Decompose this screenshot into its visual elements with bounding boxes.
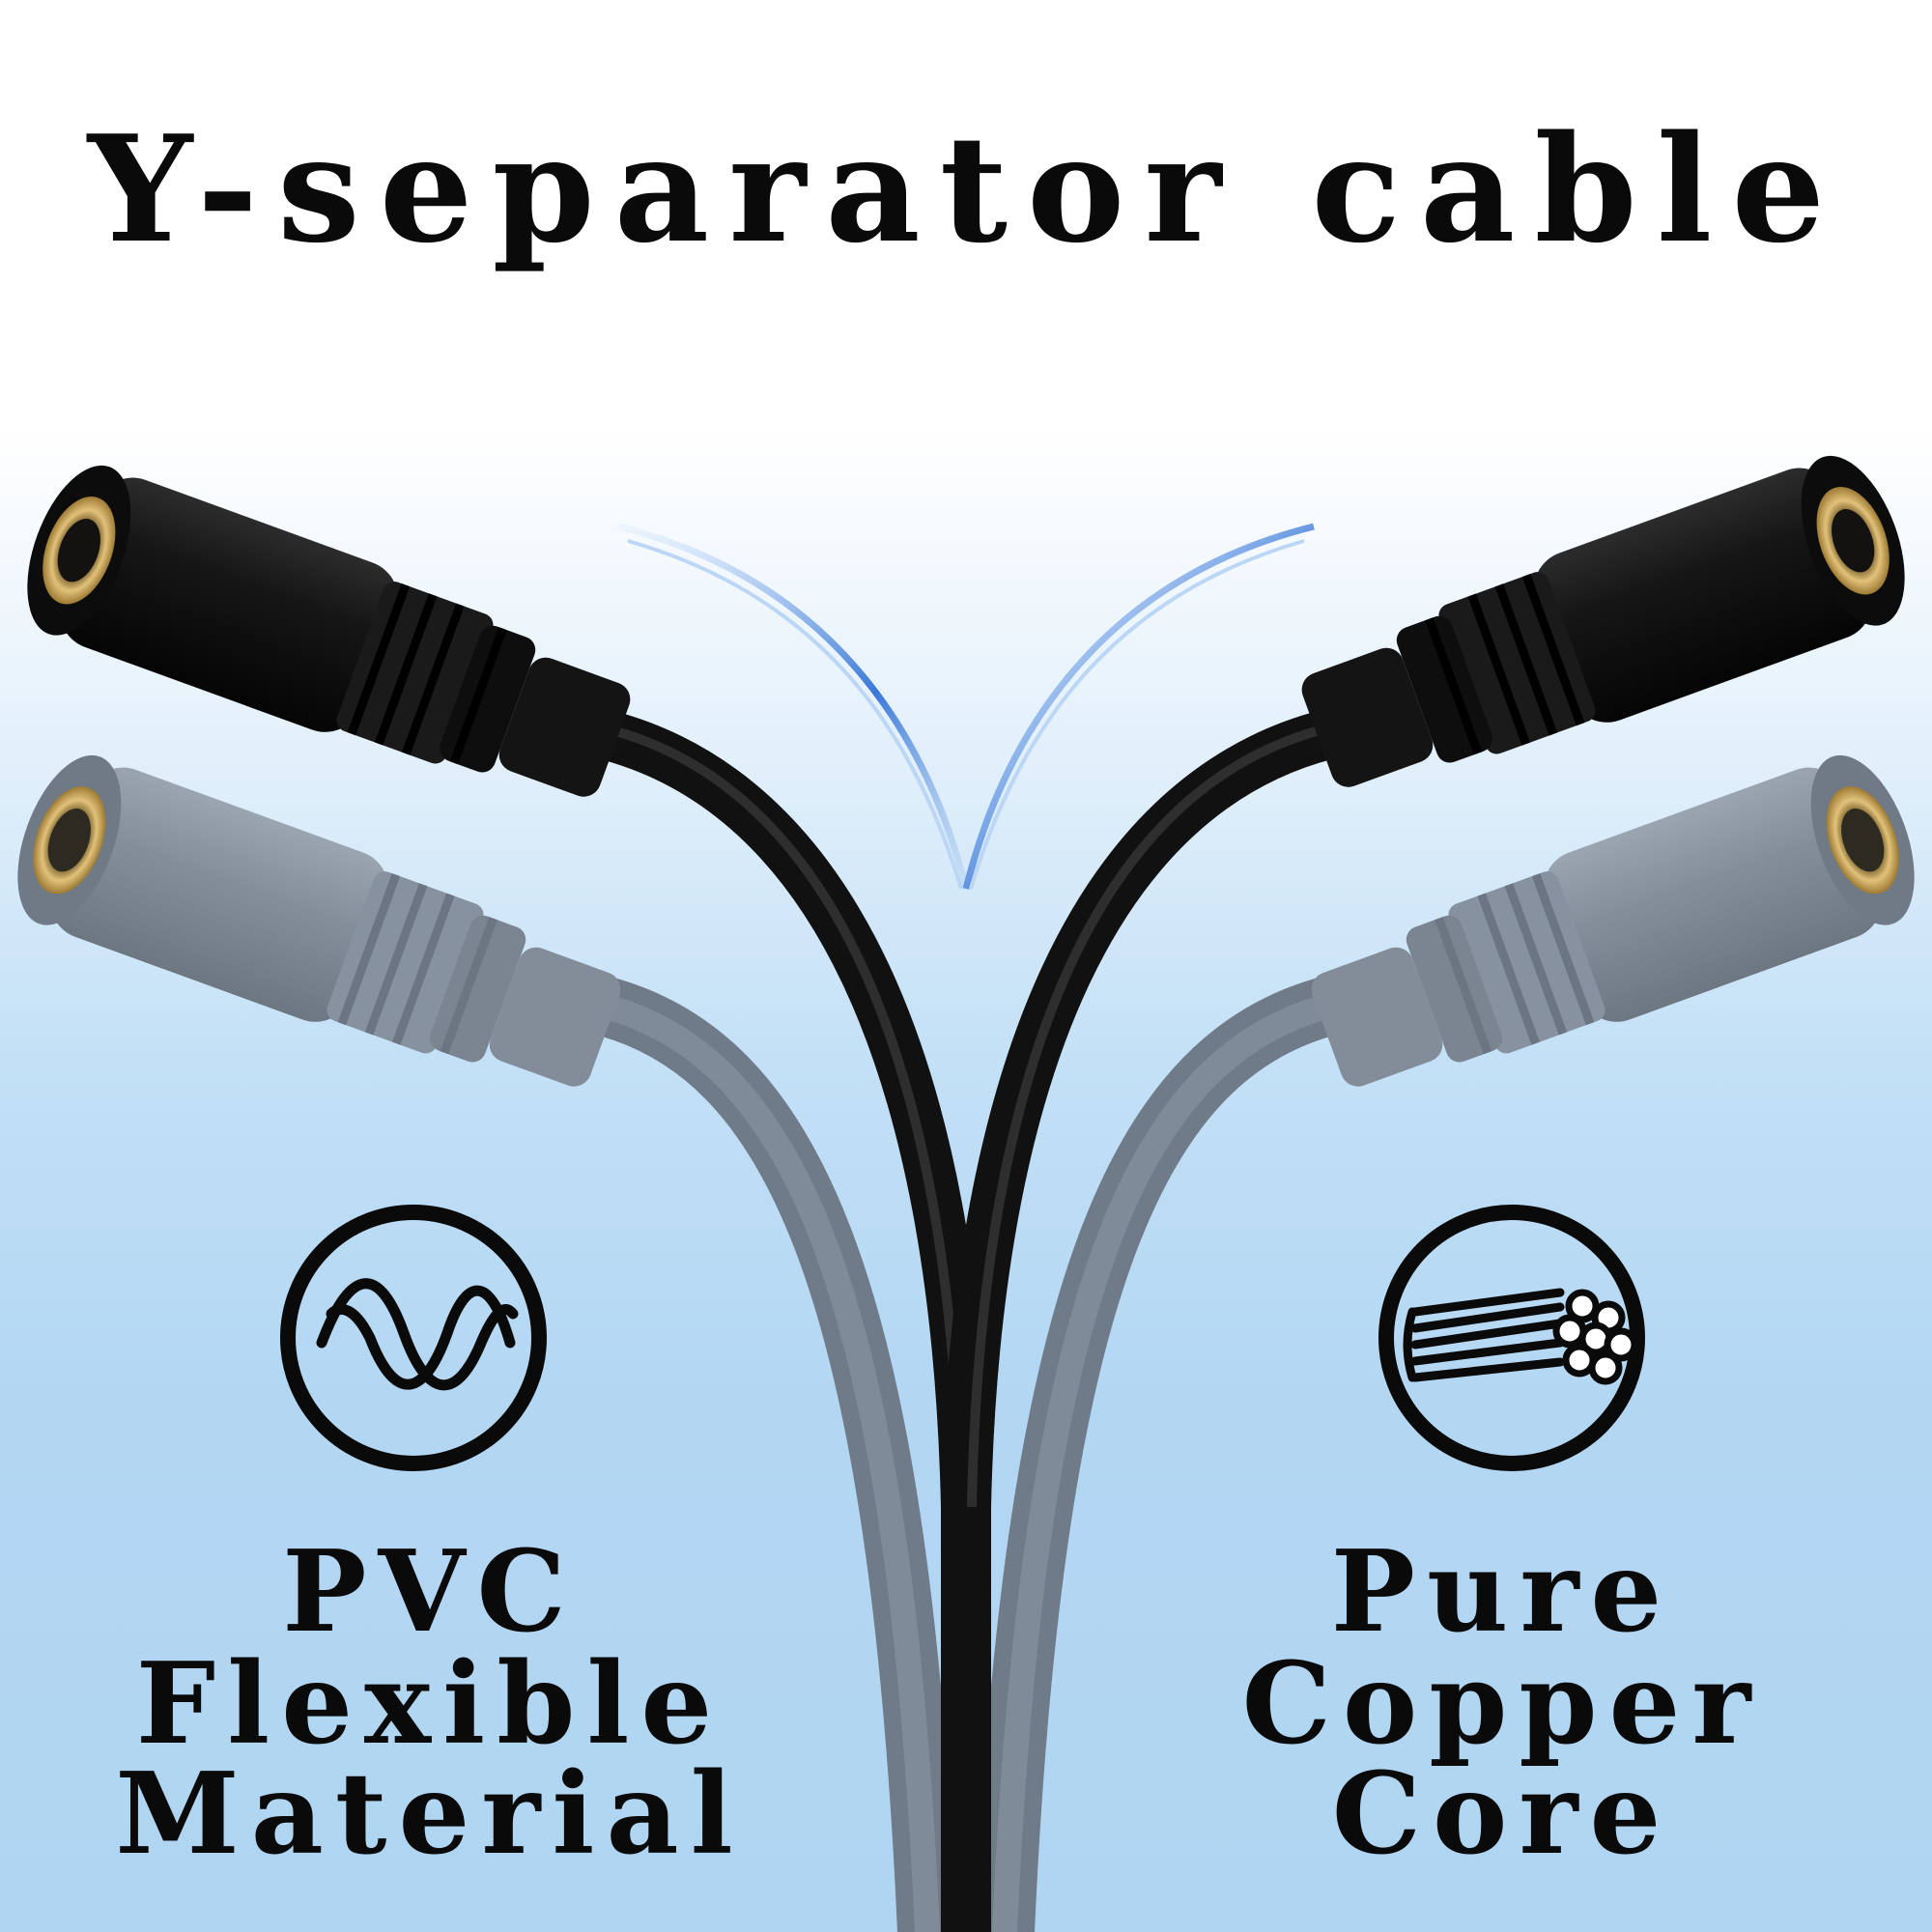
feature-left-line1: PVC Flexible [135,1526,724,1770]
page-title: Y-separator cable [87,102,1845,275]
connector-black-right [1301,455,1905,787]
connector-black-left [27,465,631,797]
copper-strands-icon [1372,1198,1652,1478]
motion-arc-left [617,523,970,890]
feature-left-line2: Material [115,1748,745,1880]
flexible-wave-icon [273,1198,554,1478]
cable-ghost-right [975,975,1363,1932]
connector-ghost-left [17,754,621,1087]
motion-arc-right [962,523,1315,890]
feature-right-line1: Pure Copper [1241,1526,1763,1770]
connector-ghost-right [1311,754,1915,1087]
cable-black-right [941,709,1353,1932]
feature-right-line2: Core [1331,1748,1673,1880]
cable-ghost-left [569,975,957,1932]
